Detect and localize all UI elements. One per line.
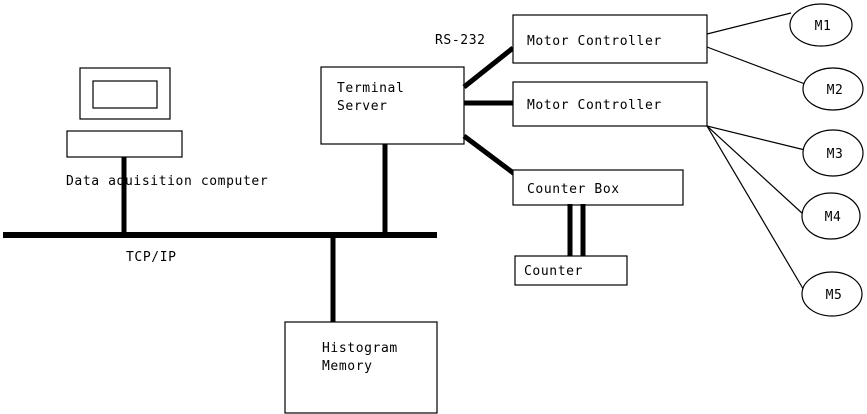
terminal-server-box (320, 66, 465, 145)
motor-m5-label: M5 (826, 288, 843, 303)
motor-m4-shape (801, 192, 861, 240)
motor-m4-label: M4 (825, 210, 842, 225)
motor-controller-2-to-m3-link (706, 125, 806, 151)
counter-box-device (514, 255, 628, 286)
motor-controller-2-label: Motor Controller (527, 98, 662, 113)
motor-m2-label: M2 (827, 83, 844, 98)
terminal-server-label-line2: Server (337, 99, 388, 114)
motor-controller-2-to-m5-link (706, 125, 806, 293)
motor-controller-2-box (512, 81, 708, 127)
motor-controller-2-to-m4-link (706, 125, 804, 215)
motor-controller-1-label: Motor Controller (527, 34, 662, 49)
motor-m3-shape (802, 129, 864, 177)
terminal-server-to-counter-box-link (462, 134, 518, 177)
motor-controller-1-box (512, 14, 708, 64)
tcpip-label: TCP/IP (126, 250, 177, 265)
motor-m3-label: M3 (827, 147, 844, 162)
data-acquisition-computer-label: Data aquisition computer (66, 174, 268, 189)
motor-m2-shape (802, 67, 864, 111)
histogram-memory-label-line2: Memory (322, 359, 373, 374)
histogram-memory-box (284, 321, 438, 414)
motor-m5-shape (801, 271, 863, 317)
monitor-screen-icon (92, 80, 158, 109)
counter-label: Counter (524, 264, 583, 279)
motor-controller-1-to-m1-link (706, 12, 792, 35)
computer-base-icon (66, 130, 183, 158)
histogram-memory-label-line1: Histogram (322, 341, 398, 356)
terminal-server-to-motor-controller-1-link (462, 46, 515, 89)
terminal-server-label-line1: Terminal (337, 81, 404, 96)
motor-m1-shape (789, 3, 853, 47)
rs232-label: RS-232 (435, 33, 486, 48)
counter-box (512, 169, 684, 206)
counter-box-label: Counter Box (527, 182, 620, 197)
motor-controller-1-to-m2-link (706, 46, 806, 85)
motor-m1-label: M1 (815, 19, 832, 34)
